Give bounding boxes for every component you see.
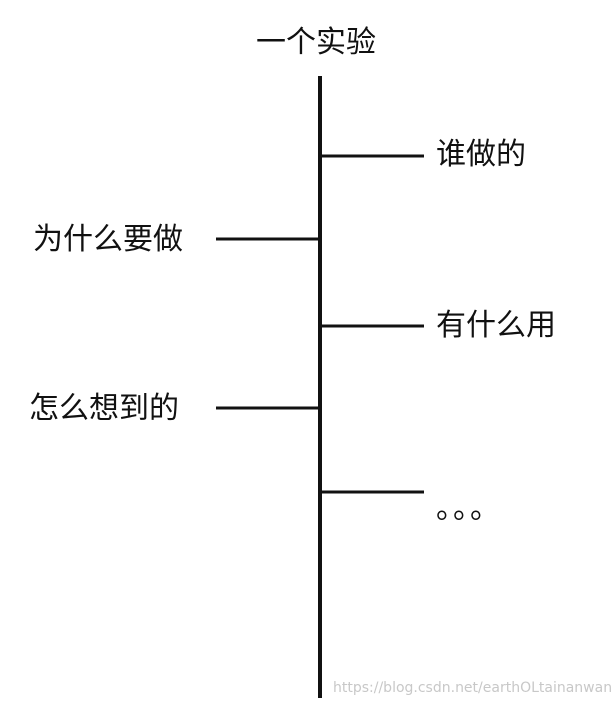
diagram-title: 一个实验 <box>256 25 376 60</box>
branch-label-who: 谁做的 <box>436 137 526 172</box>
watermark-text: https://blog.csdn.net/earthOLtainanwan <box>333 680 612 696</box>
branch-label-more: 。。。 <box>436 491 502 526</box>
branch-label-why: 为什么要做 <box>33 222 183 257</box>
branch-label-how: 怎么想到的 <box>29 391 179 426</box>
branch-label-use: 有什么用 <box>436 308 556 343</box>
